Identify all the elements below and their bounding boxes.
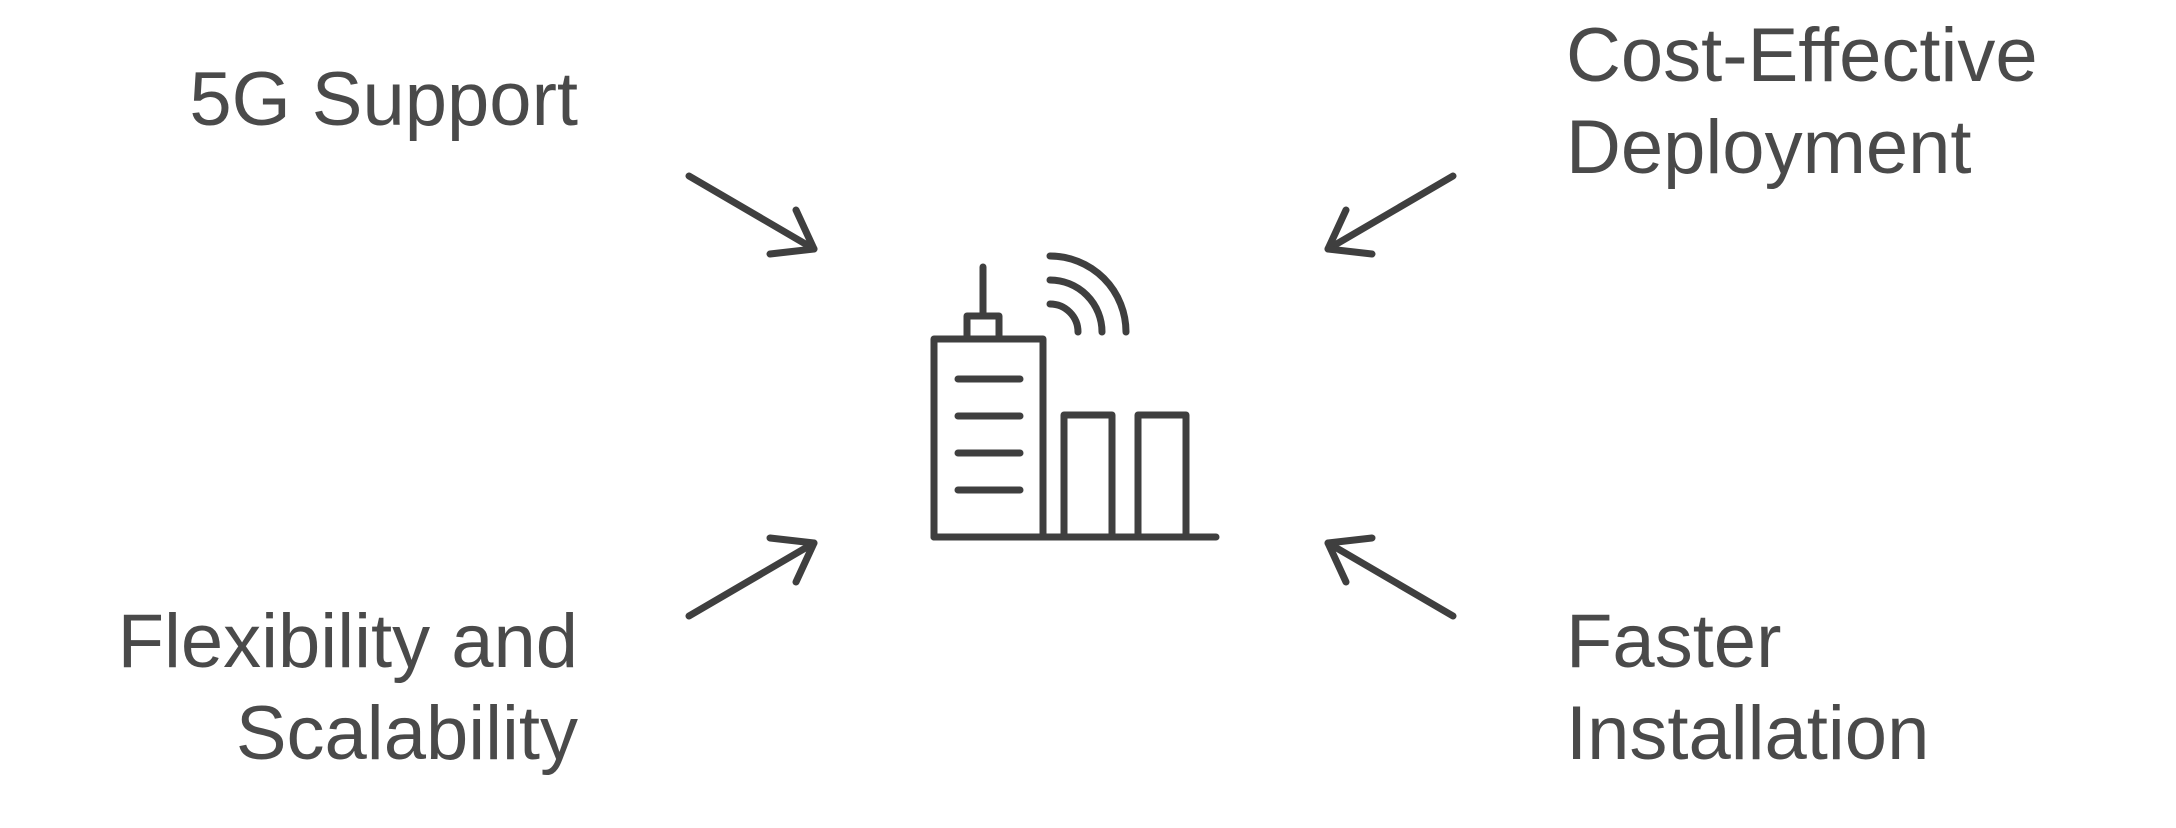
arrow-from-cost-effective — [1324, 172, 1457, 258]
arrow-from-flexibility — [685, 534, 818, 620]
benefit-flex-line2: Scalability — [235, 691, 578, 776]
benefit-cost-line1: Cost-Effective — [1566, 13, 2038, 98]
signal-waves-icon — [1046, 252, 1130, 336]
benefit-faster-line2: Installation — [1566, 691, 1930, 776]
benefit-cost-effective-deployment: Cost-Effective Deployment — [1566, 10, 2038, 194]
benefit-5g-support-line1: 5G Support — [189, 57, 578, 142]
benefit-5g-support: 5G Support — [189, 54, 578, 146]
benefit-flexibility-scalability: Flexibility and Scalability — [118, 596, 578, 780]
benefit-cost-line2: Deployment — [1566, 105, 1972, 190]
arrow-from-5g-support — [685, 172, 818, 258]
arrow-from-faster-installation — [1324, 534, 1457, 620]
benefit-faster-line1: Faster — [1566, 599, 1782, 684]
benefit-faster-installation: Faster Installation — [1566, 596, 1929, 780]
benefit-flex-line1: Flexibility and — [117, 599, 578, 684]
cell-tower-building-icon — [930, 252, 1220, 541]
